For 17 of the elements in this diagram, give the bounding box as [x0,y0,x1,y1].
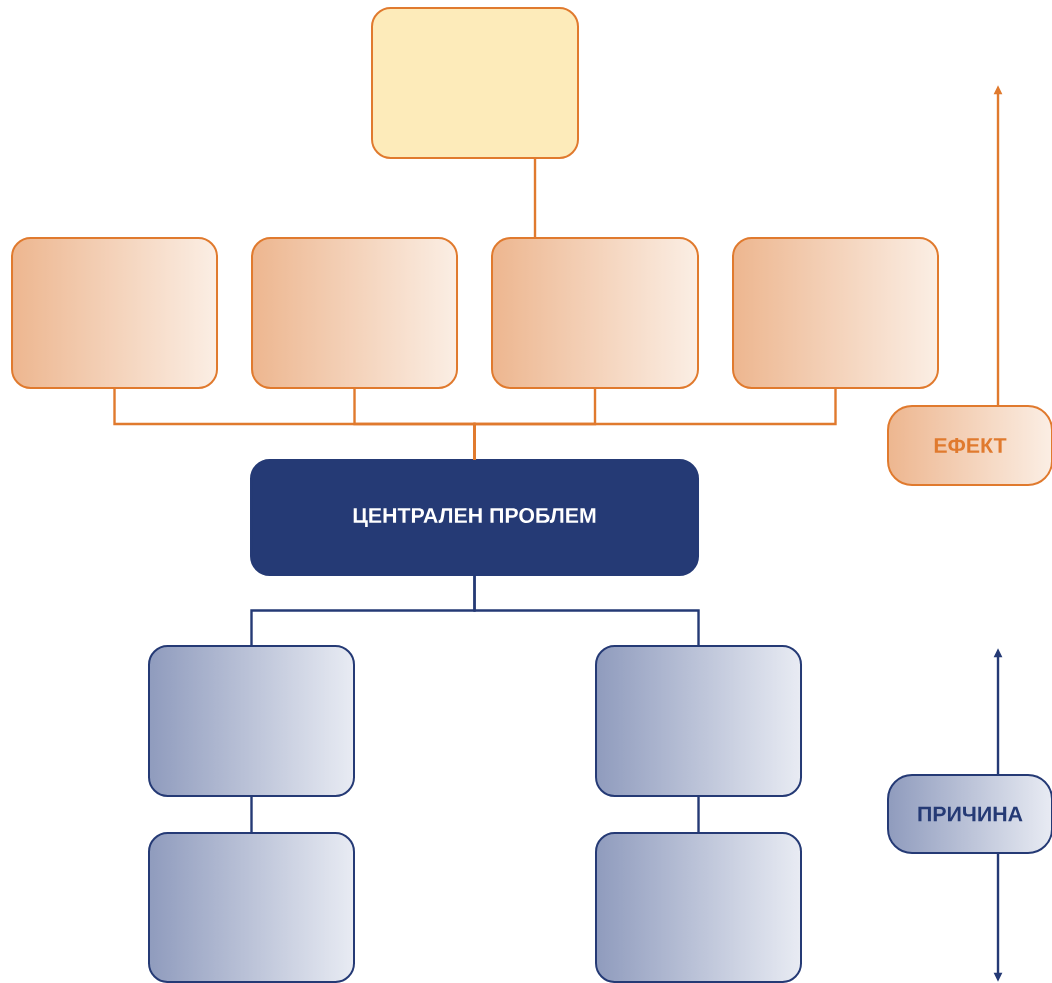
effect-box [732,237,939,389]
effect-box [371,7,579,159]
connector-line [473,575,700,646]
problem-box: ЦЕНТРАЛЕН ПРОБЛЕМ [250,459,699,576]
connector-line [533,158,537,238]
effect-box [11,237,218,389]
connector-line [473,388,837,460]
effect-box [491,237,699,389]
cause-box [148,645,355,797]
cause-box [595,645,802,797]
cause-box [595,832,802,983]
effect-label-box: ЕФЕКТ [887,405,1052,486]
connector-line [250,796,253,833]
cause-label-box: ПРИЧИНА [887,774,1052,854]
connector-line [697,796,700,833]
effect-box [251,237,458,389]
cause-box [148,832,355,983]
